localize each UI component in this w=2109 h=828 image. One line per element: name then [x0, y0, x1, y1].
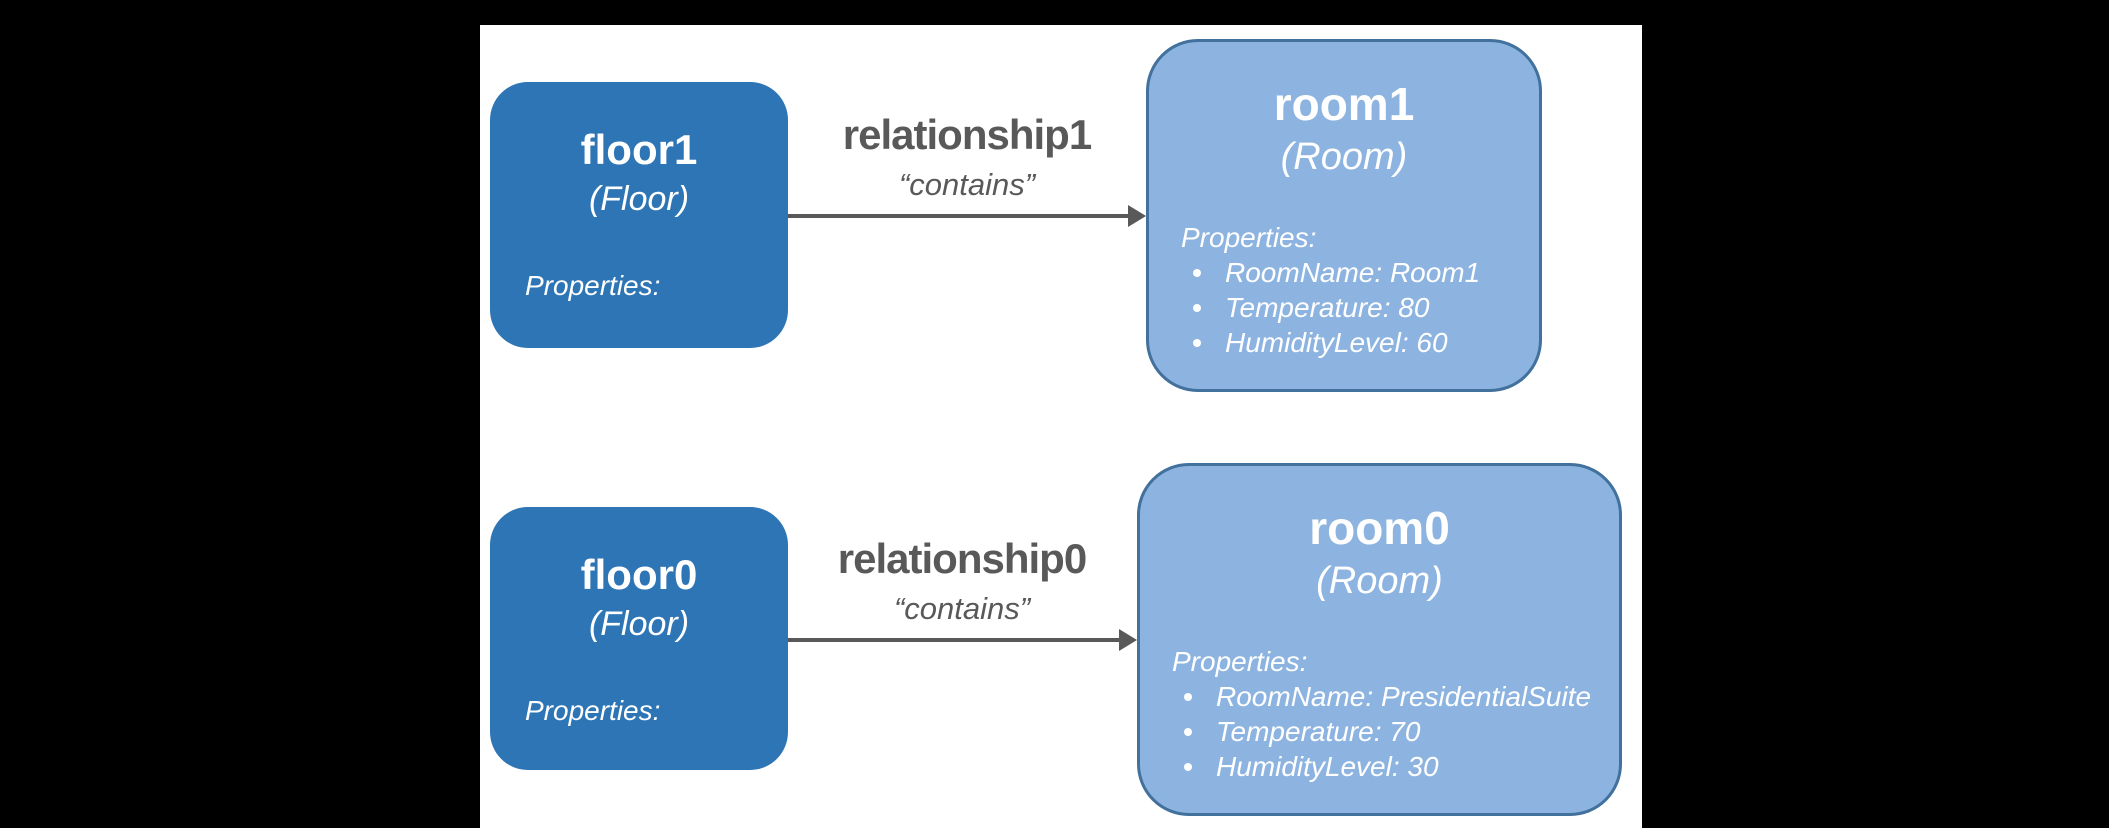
room1-property: Temperature: 80	[1181, 290, 1523, 325]
property-text: Temperature: 70	[1216, 716, 1421, 747]
bullet-icon	[1184, 692, 1192, 701]
room0-property: HumidityLevel: 30	[1172, 749, 1603, 784]
relationship1-tag: “contains”	[898, 167, 1036, 202]
room0-node: room0 (Room) Properties: RoomName: Presi…	[1137, 463, 1622, 816]
property-text: Temperature: 80	[1225, 292, 1430, 323]
floor1-model: (Floor)	[588, 180, 690, 218]
room0-properties-label: Properties:	[1172, 646, 1308, 677]
relationship0-label: relationship0	[837, 535, 1087, 582]
property-text: HumidityLevel: 30	[1216, 751, 1439, 782]
room1-model: (Room)	[1280, 136, 1408, 178]
room1-properties: Properties: RoomName: Room1 Temperature:…	[1181, 220, 1523, 360]
room0-property: Temperature: 70	[1172, 714, 1603, 749]
property-text: RoomName: PresidentialSuite	[1216, 681, 1592, 712]
floor1-title: floor1	[580, 126, 698, 173]
arrow-line	[788, 214, 1128, 218]
bullet-icon	[1193, 303, 1201, 312]
room0-title: room0	[1309, 502, 1450, 554]
room1-properties-label: Properties:	[1181, 222, 1317, 253]
room1-node: room1 (Room) Properties: RoomName: Room1…	[1146, 39, 1542, 392]
room0-property: RoomName: PresidentialSuite	[1172, 679, 1603, 714]
arrow-head-icon	[1119, 629, 1137, 651]
property-text: RoomName: Room1	[1225, 257, 1481, 288]
relationship1-arrow	[788, 205, 1146, 227]
relationship0-tag: “contains”	[893, 591, 1031, 626]
bullet-icon	[1193, 338, 1201, 347]
relationship1-label: relationship1	[842, 111, 1092, 158]
floor0-model: (Floor)	[588, 605, 690, 643]
floor1-node: floor1 (Floor) Properties:	[490, 82, 788, 348]
floor1-properties-label: Properties:	[525, 270, 661, 301]
room1-property: RoomName: Room1	[1181, 255, 1523, 290]
property-text: HumidityLevel: 60	[1225, 327, 1448, 358]
relationship0-arrow	[788, 629, 1137, 651]
arrow-line	[788, 638, 1119, 642]
diagram-canvas: floor1 (Floor) Properties: relationship1…	[480, 25, 1642, 828]
floor0-node: floor0 (Floor) Properties:	[490, 507, 788, 770]
bullet-icon	[1193, 268, 1201, 277]
room1-title: room1	[1273, 78, 1415, 130]
bullet-icon	[1184, 727, 1192, 736]
room0-model: (Room)	[1316, 560, 1443, 602]
floor0-properties-label: Properties:	[525, 695, 661, 726]
floor0-title: floor0	[580, 551, 698, 598]
room1-property: HumidityLevel: 60	[1181, 325, 1523, 360]
bullet-icon	[1184, 762, 1192, 771]
arrow-head-icon	[1128, 205, 1146, 227]
room0-properties: Properties: RoomName: PresidentialSuite …	[1172, 644, 1603, 784]
